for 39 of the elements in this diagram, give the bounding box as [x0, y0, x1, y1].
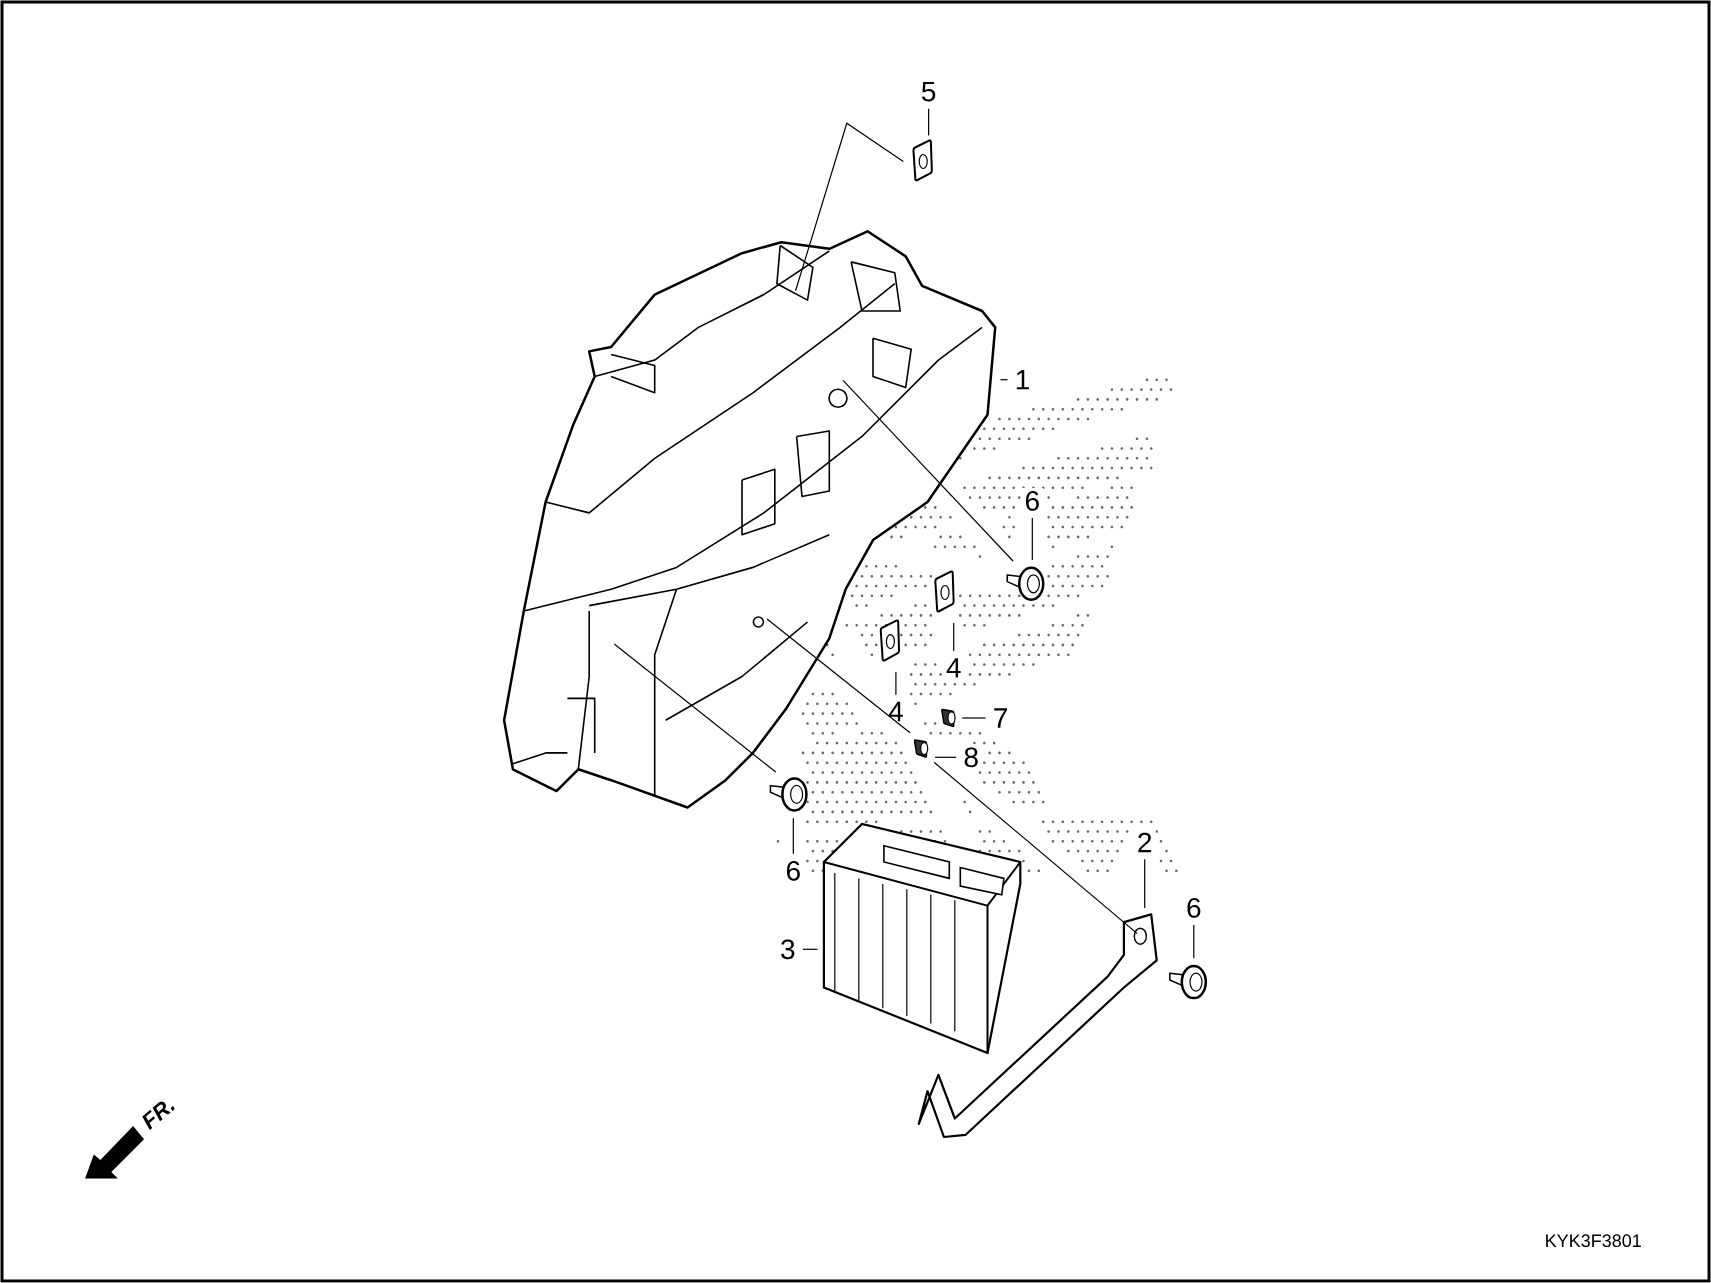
- part-drawing: [1006, 566, 1045, 602]
- leader-line: [792, 817, 794, 855]
- leader-line: [928, 108, 930, 137]
- leader-line: [895, 671, 897, 696]
- part-drawing: [822, 822, 1022, 1055]
- direction-label: FR.: [142, 1101, 175, 1130]
- callout-number: 2: [1133, 829, 1156, 856]
- leader-line: [934, 756, 957, 758]
- callout-number: 3: [777, 936, 799, 963]
- leader-line: [999, 379, 1009, 381]
- leader-line: [1031, 517, 1033, 561]
- callout-number: 4: [942, 655, 965, 681]
- assembly-line: [933, 761, 1138, 935]
- part-drawing: [913, 739, 929, 758]
- part-drawing: [941, 708, 956, 728]
- drawing-code: KYK3F3801: [1546, 1234, 1641, 1248]
- callout-number: 6: [782, 857, 805, 884]
- assembly-line: [795, 122, 904, 292]
- assembly-line: [842, 379, 1014, 562]
- leader-line: [961, 717, 987, 719]
- part-drawing: [879, 619, 901, 662]
- leader-line: [802, 948, 819, 950]
- part-drawing: [912, 139, 933, 182]
- leader-line: [1144, 858, 1146, 909]
- assembly-line: [613, 643, 777, 773]
- callout-number: 8: [960, 744, 982, 771]
- callout-number: 4: [885, 698, 907, 725]
- part-drawing: [1169, 964, 1208, 1000]
- part-drawing: [934, 570, 955, 613]
- callout-number: 6: [1183, 895, 1205, 921]
- callout-number: 6: [1021, 488, 1044, 514]
- callout-number: 7: [989, 705, 1012, 731]
- assembly-line: [766, 618, 911, 734]
- part-drawing: [917, 913, 1158, 1139]
- leader-line: [1193, 924, 1195, 959]
- callout-number: 5: [917, 78, 940, 105]
- callout-number: 1: [1011, 367, 1034, 393]
- part-drawing: [769, 777, 808, 812]
- leader-line: [953, 622, 955, 652]
